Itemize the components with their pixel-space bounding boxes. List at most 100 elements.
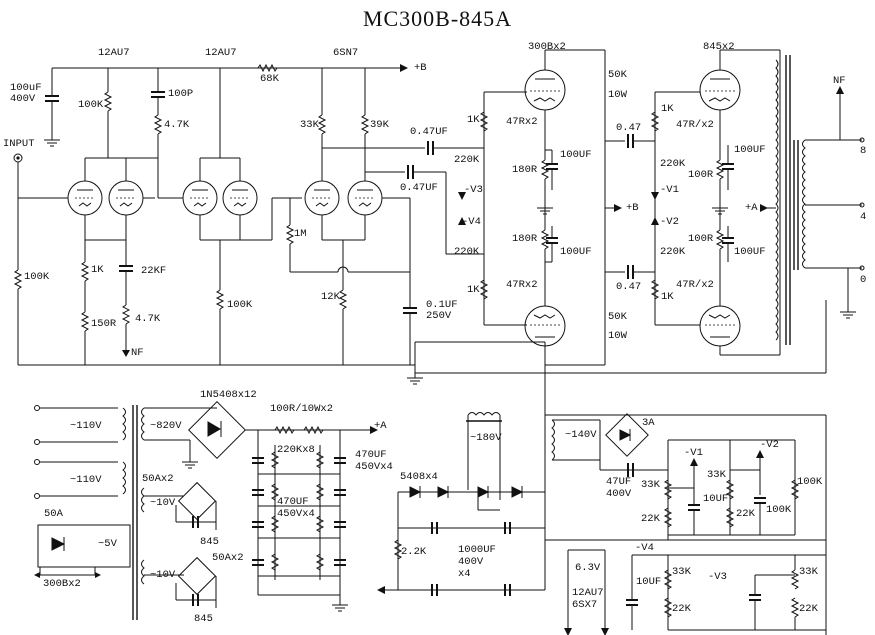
bias-v2-b-label: -V2 — [760, 439, 779, 451]
ac-110v-b-label: ~110V — [70, 474, 102, 486]
bias-v1-a-label: -V1 — [660, 184, 679, 196]
tube-label-845: 845x2 — [703, 41, 735, 53]
output-8-label: 8 — [860, 145, 867, 157]
bias-v1-b-label: -V1 — [684, 447, 703, 459]
cap-10uf-a-label: 10UF — [703, 493, 729, 505]
res-220kx8-label: 220Kx8 — [277, 444, 315, 456]
cap-047uf-b-label: 0.47UF — [400, 182, 438, 194]
fil-845-a-label: 845 — [200, 536, 219, 548]
cap-22kf-label: 22KF — [141, 265, 167, 277]
plus-a-a-label: +A — [745, 202, 758, 214]
bank-resistor — [270, 451, 280, 469]
diodes-1n5408-label: 1N5408x12 — [200, 389, 257, 401]
ac-110v-a-label: ~110V — [70, 420, 102, 432]
res-1k-a-label: 1K — [91, 264, 104, 276]
bias-v3-b-label: -V3 — [708, 571, 727, 583]
bank-resistor — [315, 483, 325, 501]
res-1k-300-bot-label: 1K — [467, 284, 480, 296]
tube-label-12au7-b: 12AU7 — [205, 47, 237, 59]
res-220k-300-top-label: 220K — [454, 154, 480, 166]
res-1k-845-top-label: 1K — [661, 103, 674, 115]
res-2k2-label: 2.2K — [401, 546, 427, 558]
cap-470uf-a-voltage: 450Vx4 — [355, 461, 393, 473]
res-1k-845-bot-label: 1K — [661, 291, 674, 303]
cap-470uf-a-label: 470UF — [355, 449, 387, 461]
res-100k-d-label: 100K — [797, 476, 823, 488]
res-10w-bot-label: 10W — [608, 330, 627, 342]
cap-100uf-845-bot-label: 100UF — [734, 246, 766, 258]
res-100k-b-label: 100K — [227, 299, 253, 311]
cap-100uf-845-top-label: 100UF — [734, 144, 766, 156]
cap-047-c-label: 0.47 — [616, 122, 642, 134]
fil-300b-label: 300Bx2 — [43, 578, 81, 590]
plus-b-mid-label: +B — [626, 202, 639, 214]
ac-63v-label: 6.3V — [575, 562, 601, 574]
diodes-5408-label: 5408x4 — [400, 471, 438, 483]
cap-01uf-label: 0.1UF — [426, 299, 458, 311]
res-220k-300-bot-label: 220K — [454, 246, 480, 258]
cap-1000uf-label: 1000UF — [458, 544, 496, 556]
res-220k-845-bot-label: 220K — [660, 246, 686, 258]
cap-047-d-label: 0.47 — [616, 281, 642, 293]
cap-470uf-b-label: 470UF — [277, 496, 309, 508]
res-47r-845-bot-label: 47R/x2 — [676, 279, 714, 291]
res-33k-b-label: 33K — [707, 469, 726, 481]
cap-47uf-label: 47UF — [606, 476, 632, 488]
res-1k-300-top-label: 1K — [467, 114, 480, 126]
res-33k-label: 33K — [300, 119, 319, 131]
bank-resistor — [270, 515, 280, 533]
res-150r-label: 150R — [91, 318, 117, 330]
res-50k-top-label: 50K — [608, 69, 627, 81]
plus-b-top-label: +B — [414, 62, 427, 74]
nf-a-label: NF — [131, 347, 144, 359]
plus-a-b-label: +A — [374, 420, 387, 432]
schematic-title: MC300B-845A — [362, 6, 513, 31]
cap-100uf-300-top-label: 100UF — [560, 149, 592, 161]
ac-140v-label: ~140V — [565, 429, 597, 441]
res-220k-845-top-label: 220K — [660, 158, 686, 170]
bank-resistor — [270, 483, 280, 501]
res-39k-label: 39K — [370, 119, 389, 131]
res-100k-in-label: 100K — [24, 271, 50, 283]
cap-047uf-a-label: 0.47UF — [410, 126, 448, 138]
res-22k-b-label: 22K — [736, 508, 755, 520]
res-47r-300-top-label: 47Rx2 — [506, 116, 538, 128]
res-1m-label: 1M — [294, 228, 307, 240]
res-50k-bot-label: 50K — [608, 311, 627, 323]
ac-820v-label: ~820V — [150, 420, 182, 432]
input-label: INPUT — [3, 138, 35, 150]
res-22k-c-label: 22K — [672, 603, 691, 615]
tube-label-12au7-a: 12AU7 — [98, 47, 130, 59]
res-180r-top-label: 180R — [512, 164, 538, 176]
nf-b-label: NF — [833, 75, 846, 87]
res-100r-b-label: 100R — [688, 233, 714, 245]
ac-10v-a-label: ~10V — [150, 497, 176, 509]
cap-100uf-voltage: 400V — [10, 93, 36, 105]
res-4k7-a-label: 4.7K — [164, 119, 190, 131]
cap-470uf-b-voltage: 450Vx4 — [277, 508, 315, 520]
res-33k-c-label: 33K — [672, 566, 691, 578]
bias-v2-a-label: -V2 — [660, 216, 679, 228]
res-180r-bot-label: 180R — [512, 233, 538, 245]
bias-v4-b-label: -V4 — [635, 542, 654, 554]
heater-12au7-label: 12AU7 — [572, 587, 604, 599]
res-100k-c-label: 100K — [766, 504, 792, 516]
fil-845-b-label: 845 — [194, 613, 213, 625]
res-100r-a-label: 100R — [688, 169, 714, 181]
output-4-label: 4 — [860, 211, 867, 223]
ac-10v-b-label: ~10V — [150, 569, 176, 581]
bank-resistor — [270, 553, 280, 571]
cap-1000uf-voltage: 400V — [458, 556, 484, 568]
bias-v3-label: -V3 — [464, 184, 483, 196]
tube-label-6sn7: 6SN7 — [333, 47, 359, 59]
cap-100uf-300-bot-label: 100UF — [560, 246, 592, 258]
cap-01uf-voltage: 250V — [426, 310, 452, 322]
cap-100p-label: 100P — [168, 88, 194, 100]
res-4k7-b-label: 4.7K — [135, 313, 161, 325]
heater-6sx7-label: 6SX7 — [572, 599, 598, 611]
bias-v4-label: -V4 — [462, 216, 481, 228]
cap-47uf-voltage: 400V — [606, 488, 632, 500]
bank-resistor — [315, 553, 325, 571]
